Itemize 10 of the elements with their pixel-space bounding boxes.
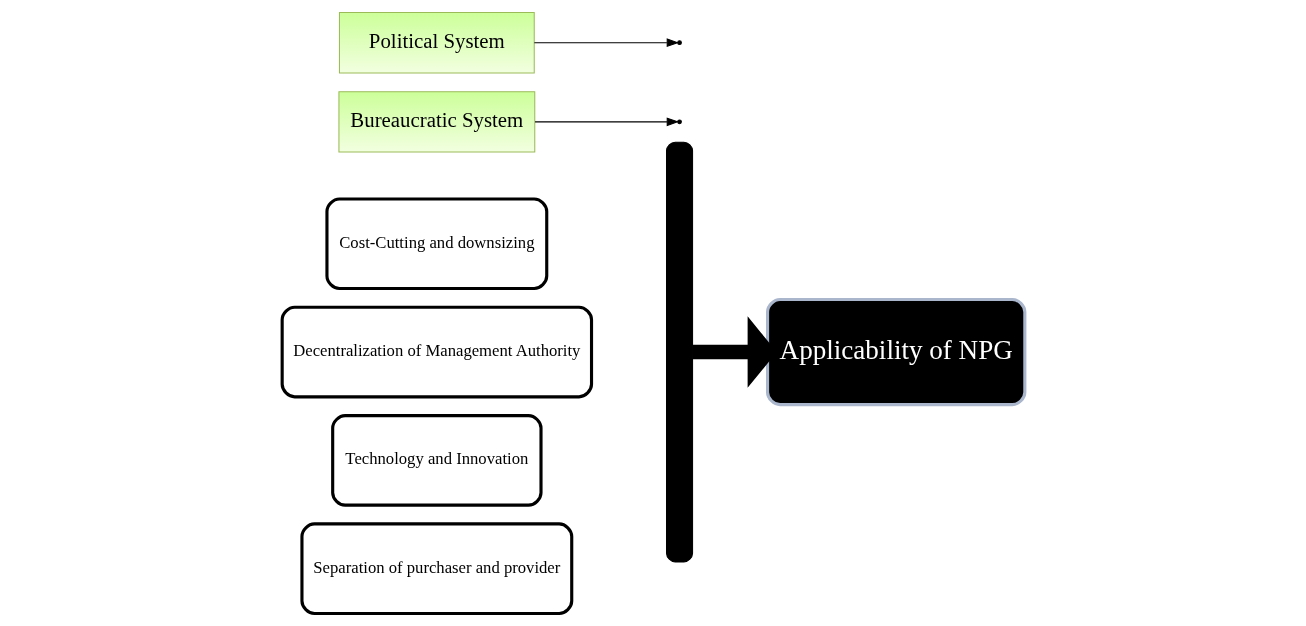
node-box: Separation of purchaser and provider [299, 522, 573, 616]
node-bar [665, 141, 693, 563]
node-box: Political System [338, 12, 535, 74]
arrow [533, 38, 679, 48]
node-box: Bureaucratic System [337, 91, 535, 153]
node-box: Cost-Cutting and downsizing [324, 197, 548, 291]
node-box: Decentralization of Management Authority [280, 305, 593, 399]
arrow [534, 117, 679, 127]
node-box: Applicability of NPG [765, 297, 1026, 407]
node-box: Technology and Innovation [330, 414, 543, 507]
